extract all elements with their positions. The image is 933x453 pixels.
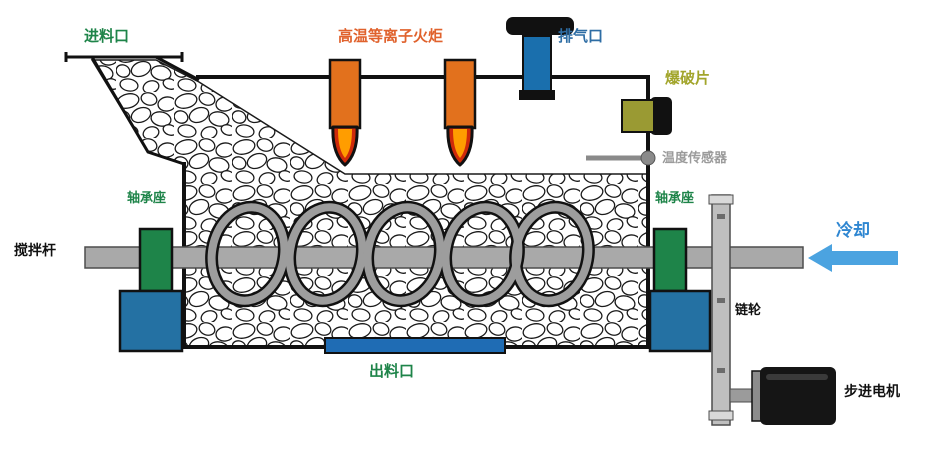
rupture-disc-label: 爆破片 (665, 70, 711, 87)
temperature-sensor-probe (586, 150, 656, 166)
stepper-motor-body (729, 367, 836, 425)
exhaust-stack (506, 17, 574, 100)
temperature-sensor-label: 温度传感器 (662, 150, 728, 165)
support-base-right (648, 289, 712, 353)
bearing-seat-right (652, 227, 688, 293)
plasma-torch-label: 高温等离子火炬 (338, 28, 444, 45)
stirring-rod-label: 搅拌杆 (14, 242, 56, 258)
plasma-torch-right (443, 58, 477, 167)
discharge-outlet-chute (324, 337, 506, 354)
feed-inlet-label: 进料口 (84, 28, 130, 45)
stepper-motor-label: 步进电机 (844, 383, 900, 399)
cooling-arrow-icon (808, 244, 898, 272)
rupture-disc-device (621, 97, 672, 135)
cooling-label: 冷却 (836, 221, 870, 240)
bearing-seat-left-label: 轴承座 (127, 190, 167, 205)
plasma-torch-left (328, 58, 362, 167)
reactor-vessel-walls (182, 75, 650, 349)
discharge-outlet-label: 出料口 (369, 363, 415, 380)
sprocket-bar (708, 194, 734, 426)
support-base-left (118, 289, 184, 353)
sprocket-label: 链轮 (735, 302, 762, 317)
bearing-seat-left (138, 227, 174, 293)
screw-auger (205, 200, 595, 308)
exhaust-port-label: 排气口 (558, 28, 604, 45)
bearing-seat-right-label: 轴承座 (655, 190, 695, 205)
feed-hopper (64, 52, 200, 166)
